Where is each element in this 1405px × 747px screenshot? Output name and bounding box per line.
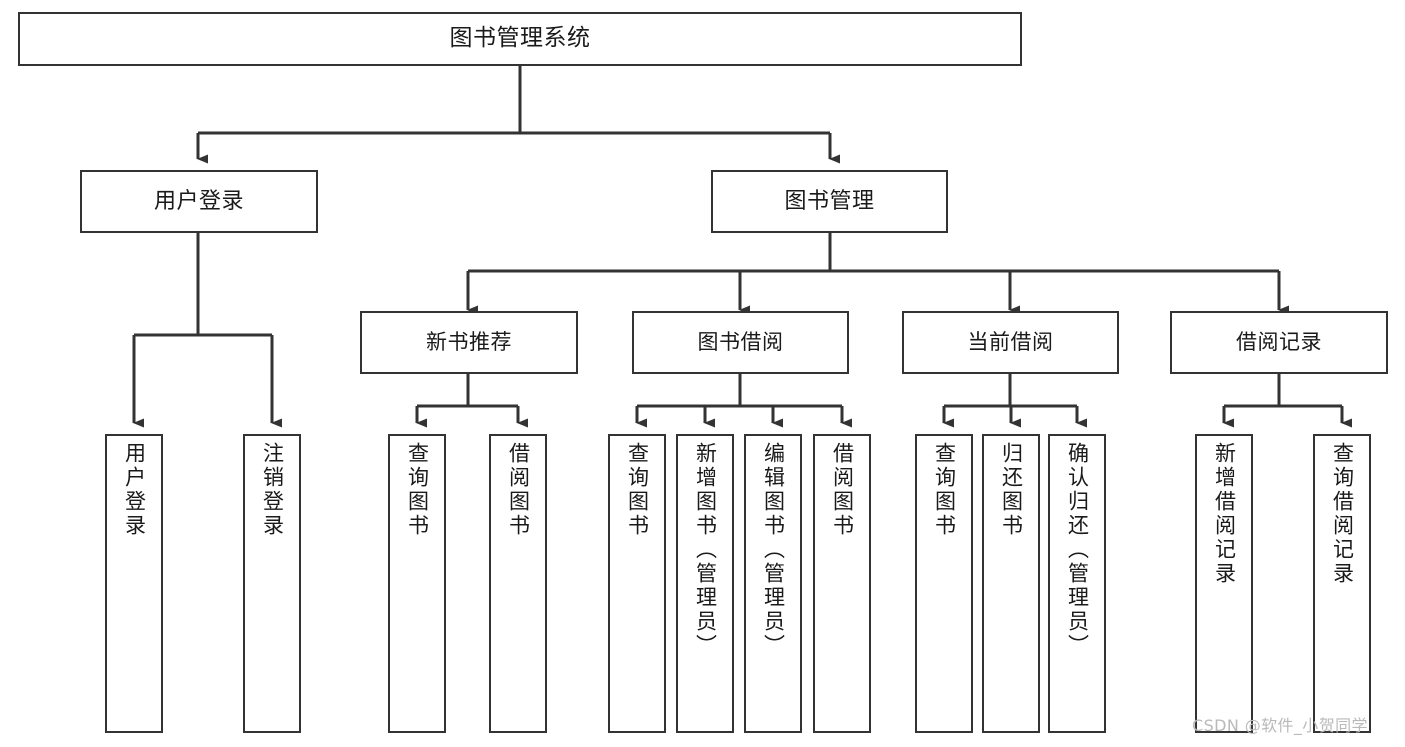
node-label: 查询图书 — [932, 442, 957, 538]
connector-root-stem — [196, 66, 840, 164]
watermark-text: CSDN @软件_小贺同学 — [1192, 716, 1368, 735]
leaf-user-login-login[interactable]: 用户登录 — [105, 434, 163, 733]
node-label: 借阅图书 — [506, 442, 531, 538]
node-label: 图书借阅 — [697, 330, 784, 355]
node-label: 查询图书 — [405, 442, 430, 538]
leaf-book-borrow-add[interactable]: 新增图书（管理员） — [676, 434, 734, 733]
node-label: 查询图书 — [625, 442, 650, 538]
leaf-book-borrow-query[interactable]: 查询图书 — [608, 434, 666, 733]
leaf-current-borrow-return[interactable]: 归还图书 — [982, 434, 1040, 733]
leaf-new-book-query[interactable]: 查询图书 — [388, 434, 446, 733]
connector-user-login-branch — [132, 233, 282, 428]
node-label: 用户登录 — [153, 188, 244, 214]
node-user-login[interactable]: 用户登录 — [80, 170, 318, 233]
leaf-book-borrow-borrow[interactable]: 借阅图书 — [813, 434, 871, 733]
connector-book-manage-branch — [466, 233, 1289, 315]
node-label: 归还图书 — [999, 442, 1024, 538]
leaf-new-book-borrow[interactable]: 借阅图书 — [489, 434, 547, 733]
node-label: 新增借阅记录 — [1212, 442, 1237, 586]
node-label: 借阅图书 — [830, 442, 855, 538]
node-label: 编辑图书（管理员） — [761, 442, 786, 658]
node-label: 图书管理系统 — [449, 25, 591, 52]
node-label: 确认归还（管理员） — [1065, 442, 1090, 658]
connector-borrow-record-branch — [1222, 374, 1352, 428]
node-label: 新增图书（管理员） — [693, 442, 718, 658]
leaf-user-login-logout[interactable]: 注销登录 — [243, 434, 301, 733]
node-label: 用户登录 — [122, 442, 147, 538]
node-borrow-record[interactable]: 借阅记录 — [1170, 311, 1388, 374]
leaf-current-borrow-confirm-return[interactable]: 确认归还（管理员） — [1048, 434, 1106, 733]
node-new-book-recommend[interactable]: 新书推荐 — [360, 311, 578, 374]
node-book-management[interactable]: 图书管理 — [711, 170, 948, 233]
connector-book-borrow-branch — [635, 374, 852, 428]
node-label: 新书推荐 — [426, 330, 512, 355]
node-current-borrow[interactable]: 当前借阅 — [902, 311, 1119, 374]
leaf-borrow-record-add[interactable]: 新增借阅记录 — [1195, 434, 1253, 733]
node-book-borrow[interactable]: 图书借阅 — [632, 311, 849, 374]
connector-new-book-branch — [415, 374, 528, 428]
node-label: 图书管理 — [784, 188, 875, 214]
node-label: 注销登录 — [260, 442, 285, 538]
node-label: 当前借阅 — [967, 330, 1054, 355]
leaf-borrow-record-query[interactable]: 查询借阅记录 — [1313, 434, 1371, 733]
connector-current-borrow-branch — [942, 374, 1087, 428]
node-label: 借阅记录 — [1236, 330, 1322, 355]
leaf-current-borrow-query[interactable]: 查询图书 — [915, 434, 973, 733]
node-root-system[interactable]: 图书管理系统 — [18, 12, 1022, 66]
leaf-book-borrow-edit[interactable]: 编辑图书（管理员） — [744, 434, 802, 733]
node-label: 查询借阅记录 — [1330, 442, 1355, 586]
